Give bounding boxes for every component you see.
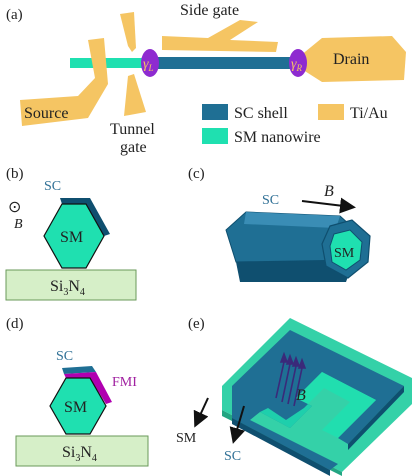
field-arrow-3 [287,365,297,405]
gamma-r-text: γR [291,57,303,73]
legend-sm-label: SM nanowire [234,129,321,146]
panel-e-sc-arrow [229,405,246,444]
legend-swatch-tiau [318,104,344,120]
legend-tiau-label: Ti/Au [350,105,388,122]
sc-shell [150,57,300,69]
panel-e-sc-edge-right [348,386,404,450]
panel-b-substrate [5,269,137,301]
barrier-gamma-l [141,49,159,77]
panel-d-sm-hexagon [49,377,107,435]
field-arrow-1-head [279,351,289,363]
panel-e-sm-label: SM [176,431,197,446]
panel-b-b-label: B [14,217,23,232]
panel-d-substrate-label: Si3N4 [62,444,97,464]
panel-d-label: (d) [6,316,24,332]
panel-c-b-label: B [324,183,334,200]
field-arrow-1 [275,361,285,399]
source-label: Source [24,105,68,122]
panel-b-label: (b) [6,166,24,182]
panel-d-substrate [15,435,149,467]
side-gate-label: Side gate [180,2,239,19]
panel-c: (c) SC B SM [188,166,371,282]
field-arrow-3-head [291,355,301,367]
panel-e-sm-arrow [193,397,209,428]
field-arrow-4-head [297,357,307,369]
drain-contact [300,36,406,82]
panel-c-end-sm [329,229,363,271]
source-contact [20,38,108,126]
side-gate [162,20,278,52]
panel-e-sc-top [232,330,404,470]
panel-e-field-arrows [275,351,307,407]
field-arrow-2 [281,363,291,403]
panel-a-label: (a) [6,7,23,23]
panel-a: (a) γL γR Side gate Drain Source Tunnel … [6,2,406,156]
panel-c-sc-label: SC [262,193,279,208]
panel-e-sc-label: SC [224,449,241,464]
panel-d-fmi-label: FMI [112,375,137,390]
drain-label: Drain [333,51,369,68]
panel-e-sc-edge-front [232,418,330,476]
panel-b-sc-shell [60,198,110,236]
legend-swatch-sm [202,128,228,144]
panel-b-sm-hexagon [43,203,105,269]
gamma-l-text: γL [143,57,154,73]
b-out-of-plane-symbol: ⊙ [8,199,21,216]
panel-b: (b) SC ⊙ B SM Si3N4 [5,166,137,301]
barrier-gamma-r [289,49,307,77]
panel-c-b-arrow [301,197,356,214]
tunnel-label-2: gate [120,139,147,156]
panel-d-sc-label: SC [56,349,73,364]
legend-sc-label: SC shell [234,105,288,122]
tunnel-gate-lower [124,74,146,116]
tunnel-label-1: Tunnel [110,121,155,138]
field-arrow-2-head [285,353,295,365]
field-arrow-4 [293,367,303,407]
legend-swatch-sc [202,104,228,120]
panel-c-prism-top [244,212,340,228]
panel-e-trench [260,372,376,438]
panel-b-substrate-label: Si3N4 [50,278,85,298]
panel-e-b-label: B [296,387,306,404]
tunnel-gate-upper [120,12,136,52]
panel-d-sm-label: SM [64,399,87,416]
panel-c-prism-bottom [236,260,354,282]
panel-e-label: (e) [188,316,205,332]
legend: SC shell Ti/Au SM nanowire [202,104,388,146]
panel-b-sc-label: SC [44,179,61,194]
panel-d-sc-shell [62,366,96,374]
panel-b-sm-label: SM [60,229,83,246]
panel-c-sm-label: SM [334,246,355,261]
panel-d-fmi-layer [64,372,112,404]
panel-c-label: (c) [188,166,205,182]
panel-e: (e) B SM SC [176,316,412,476]
panel-d: (d) SC FMI SM Si3N4 [6,316,149,467]
